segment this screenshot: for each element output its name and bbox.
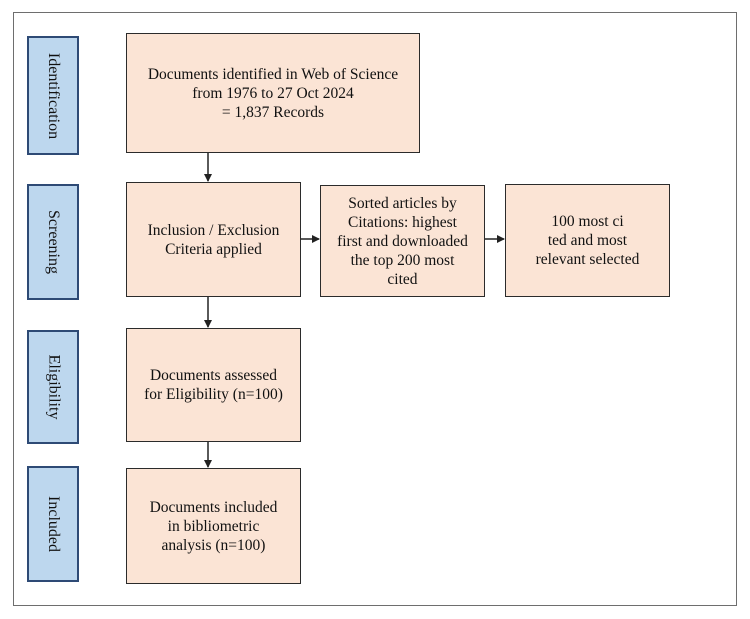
box-sorted-articles-text: Sorted articles by Citations: highest fi… — [337, 194, 468, 288]
box-documents-assessed: Documents assessed for Eligibility (n=10… — [126, 328, 301, 442]
box-documents-included-text: Documents included in bibliometric analy… — [149, 498, 278, 554]
box-documents-assessed-text: Documents assessed for Eligibility (n=10… — [144, 367, 283, 403]
box-documents-identified: Documents identified in Web of Science f… — [126, 33, 420, 153]
phase-eligibility: Eligibility — [27, 330, 79, 444]
box-sorted-articles: Sorted articles by Citations: highest fi… — [320, 185, 485, 297]
box-most-cited-selected: 100 most ci ted and most relevant select… — [505, 184, 670, 297]
box-inclusion-exclusion: Inclusion / Exclusion Criteria applied — [126, 182, 301, 297]
box-documents-included: Documents included in bibliometric analy… — [126, 468, 301, 584]
box-most-cited-selected-text: 100 most ci ted and most relevant select… — [535, 213, 640, 268]
phase-identification: Identification — [27, 36, 79, 155]
box-inclusion-exclusion-text: Inclusion / Exclusion Criteria applied — [147, 221, 280, 258]
box-documents-identified-text: Documents identified in Web of Science f… — [147, 65, 399, 121]
phase-included: Included — [27, 466, 79, 582]
phase-screening: Screening — [27, 184, 79, 300]
